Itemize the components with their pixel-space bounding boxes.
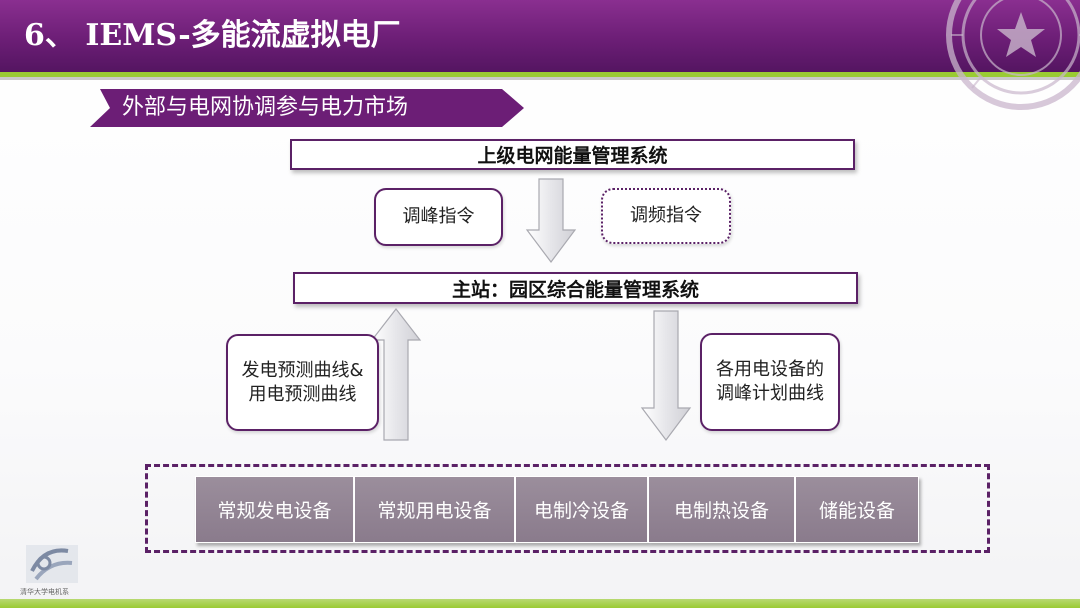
down-arrow-master-to-devices	[640, 310, 692, 441]
subtitle-banner	[90, 89, 524, 127]
device-electric-heating: 电制热设备	[648, 476, 795, 543]
master-station-box: 主站：园区综合能量管理系统	[293, 272, 858, 304]
device-label: 常规发电设备	[217, 500, 332, 522]
master-station-label: 主站：园区综合能量管理系统	[451, 278, 699, 301]
device-label: 常规用电设备	[377, 500, 492, 522]
footer-accent-stripe	[0, 599, 1080, 608]
slide-title: 6、 IEMS-多能流虚拟电厂	[24, 18, 401, 53]
device-label: 电制热设备	[673, 500, 769, 522]
upper-grid-ems-label: 上级电网能量管理系统	[477, 145, 668, 167]
forecast-curves-box: 发电预测曲线&用电预测曲线	[226, 334, 379, 431]
logo-caption: 清华大学电机系	[20, 588, 69, 596]
peak-command-box: 调峰指令	[374, 188, 503, 246]
device-electric-cooling: 电制冷设备	[515, 476, 648, 543]
device-energy-storage: 储能设备	[795, 476, 919, 543]
university-seal-icon	[946, 0, 1080, 110]
device-conventional-generation: 常规发电设备	[195, 476, 354, 543]
device-label: 储能设备	[818, 500, 895, 522]
freq-command-label: 调频指令	[630, 205, 702, 226]
header-bar	[0, 0, 1080, 72]
device-label: 电制冷设备	[533, 500, 629, 522]
peak-plan-label: 各用电设备的调峰计划曲线	[716, 359, 824, 404]
down-arrow-grid-to-master	[525, 178, 577, 263]
peak-plan-box: 各用电设备的调峰计划曲线	[700, 333, 840, 431]
department-logo-icon	[26, 545, 78, 583]
device-group-frame	[145, 464, 990, 553]
forecast-curves-label: 发电预测曲线&用电预测曲线	[241, 359, 364, 405]
upper-grid-ems-box: 上级电网能量管理系统	[290, 139, 855, 170]
device-conventional-load: 常规用电设备	[354, 476, 515, 543]
subtitle-text: 外部与电网协调参与电力市场	[122, 95, 409, 120]
peak-command-label: 调峰指令	[402, 206, 475, 227]
header-accent-stripe	[0, 72, 1080, 77]
freq-command-box: 调频指令	[601, 188, 731, 244]
header-gray-stripe	[0, 77, 1080, 80]
